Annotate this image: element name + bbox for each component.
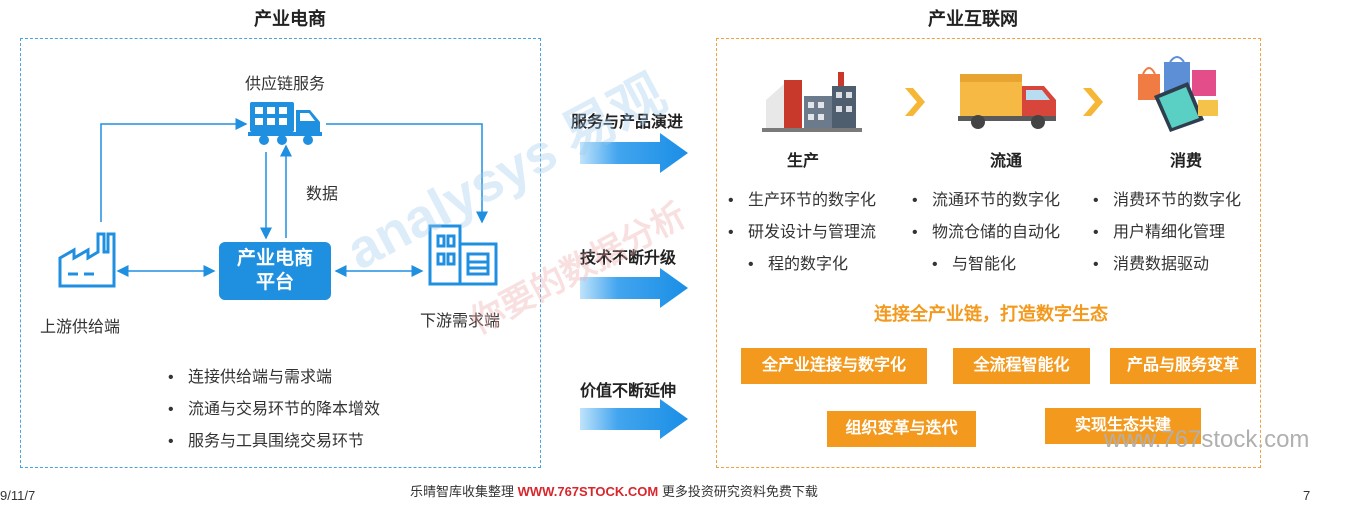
list-item-continuation: 程的数字化 — [728, 249, 876, 281]
chevron-right-icon — [1083, 88, 1103, 116]
list-item: 连接供给端与需求端 — [168, 362, 380, 394]
shopping-phone-icon — [1138, 56, 1218, 132]
supply-to-downstream-arrow — [326, 123, 488, 224]
chevron-right-icon — [905, 88, 925, 116]
list-item: 服务与工具围绕交易环节 — [168, 426, 380, 458]
platform-label-line2: 平台 — [255, 272, 294, 293]
stage-name-circulation: 流通 — [989, 153, 1022, 170]
evolution-arrow-1 — [580, 133, 688, 173]
tag-product-service-change: 产品与服务变革 — [1110, 348, 1256, 384]
left-panel — [20, 38, 541, 468]
footer-source-suffix: 更多投资研究资料免费下载 — [661, 484, 818, 499]
tag-ecosystem-building: 实现生态共建 — [1045, 408, 1201, 444]
continuation-text: 程的数字化 — [768, 256, 849, 273]
page-number: 7 — [1303, 488, 1311, 503]
corner-watermark: www.767stock.com — [1104, 426, 1310, 453]
downstream-label: 下游需求端 — [420, 313, 501, 330]
evolution-label-service: 服务与产品演进 — [571, 114, 684, 131]
evolution-arrow-2 — [580, 268, 688, 308]
store-icon — [428, 224, 498, 286]
circulation-bullet-list: 流通环节的数字化 物流仓储的自动化 与智能化 — [912, 185, 1060, 281]
delivery-truck-icon — [958, 74, 1056, 129]
consumption-bullet-list: 消费环节的数字化 用户精细化管理 消费数据驱动 — [1093, 185, 1241, 281]
footer-date: 9/11/7 — [0, 488, 36, 503]
list-item: 流通环节的数字化 — [912, 185, 1060, 217]
right-section-title: 产业互联网 — [928, 9, 1018, 29]
right-panel — [716, 38, 1261, 468]
slogan: 连接全产业链，打造数字生态 — [874, 304, 1108, 324]
stage-name-consumption: 消费 — [1169, 153, 1202, 170]
industry-ecommerce-platform: 产业电商 平台 — [219, 242, 331, 300]
continuation-text: 与智能化 — [952, 256, 1017, 273]
footer-source-url[interactable]: WWW.767STOCK.COM — [517, 484, 659, 499]
list-item: 生产环节的数字化 — [728, 185, 876, 217]
upstream-to-supply-arrow — [100, 118, 248, 222]
list-item: 流通与交易环节的降本增效 — [168, 394, 380, 426]
tag-full-chain-digitalization: 全产业连接与数字化 — [741, 348, 927, 384]
factory-building-icon — [762, 72, 862, 132]
data-label: 数据 — [306, 186, 339, 203]
platform-label-line1: 产业电商 — [236, 248, 313, 269]
supply-chain-label: 供应链服务 — [245, 76, 326, 93]
footer-source-prefix: 乐晴智库收集整理 — [410, 484, 515, 499]
tag-organization-change: 组织变革与迭代 — [827, 411, 976, 447]
list-item: 消费数据驱动 — [1093, 249, 1241, 281]
footer-source: 乐晴智库收集整理 WWW.767STOCK.COM 更多投资研究资料免费下载 — [410, 481, 818, 500]
left-section-title: 产业电商 — [254, 9, 326, 29]
production-bullet-list: 生产环节的数字化 研发设计与管理流 程的数字化 — [728, 185, 876, 281]
upstream-label: 上游供给端 — [40, 319, 121, 336]
truck-icon — [248, 102, 322, 145]
evolution-label-value: 价值不断延伸 — [580, 383, 677, 400]
list-item: 研发设计与管理流 — [728, 217, 876, 249]
list-item: 消费环节的数字化 — [1093, 185, 1241, 217]
factory-icon — [58, 232, 116, 288]
tag-full-process-intelligence: 全流程智能化 — [953, 348, 1090, 384]
list-item: 用户精细化管理 — [1093, 217, 1241, 249]
list-item: 物流仓储的自动化 — [912, 217, 1060, 249]
left-bullet-list: 连接供给端与需求端 流通与交易环节的降本增效 服务与工具围绕交易环节 — [168, 362, 380, 458]
evolution-arrow-3 — [580, 399, 688, 439]
evolution-label-tech: 技术不断升级 — [580, 250, 677, 267]
stage-name-production: 生产 — [786, 153, 819, 170]
list-item-continuation: 与智能化 — [912, 249, 1060, 281]
